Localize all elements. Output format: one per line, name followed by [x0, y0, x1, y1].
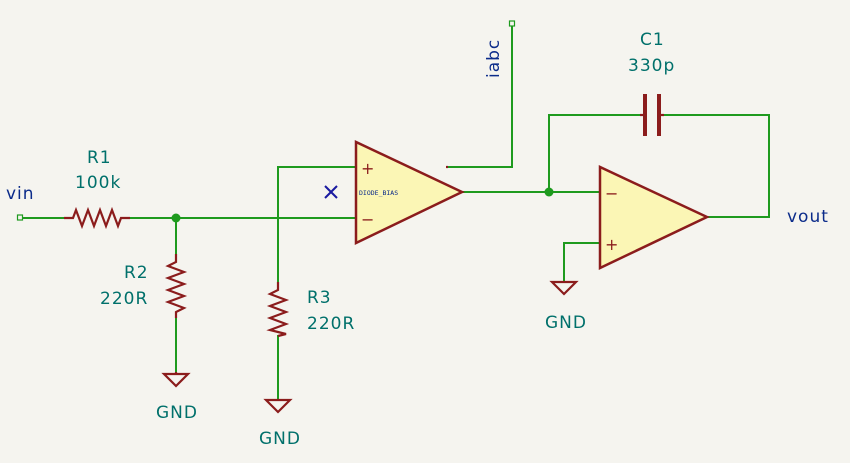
wires	[21, 25, 770, 401]
no-connect-icon	[324, 185, 338, 199]
ground-symbol-r2: GND	[156, 372, 198, 423]
capacitor-c1[interactable]: C1 330p	[628, 30, 675, 136]
ground-symbol-r3: GND	[259, 398, 301, 449]
wire-c1-right	[663, 114, 770, 218]
ota-plus-pin: +	[361, 159, 374, 178]
resistor-r2[interactable]: R2 220R	[100, 254, 188, 318]
iabc-port[interactable]	[508, 20, 516, 27]
resistor-r1[interactable]: R1 100k	[64, 148, 130, 230]
gnd-label: GND	[545, 313, 587, 333]
junction-dot	[544, 187, 554, 197]
wire-c1-left	[548, 114, 641, 193]
vout-label: vout	[787, 207, 829, 227]
gnd-label: GND	[259, 429, 301, 449]
wire-opamp-plus-gnd	[563, 242, 601, 283]
c1-value: 330p	[628, 56, 675, 76]
r1-ref: R1	[87, 148, 112, 168]
opamp-plus-pin: +	[605, 235, 618, 254]
diode-bias-label: DIODE_BIAS	[359, 189, 398, 197]
gnd-label: GND	[156, 403, 198, 423]
wire-ota-plus-r3	[277, 166, 357, 283]
opamp[interactable]: − +	[598, 165, 710, 270]
ota-amplifier[interactable]: + − DIODE_BIAS	[324, 140, 465, 245]
vin-label: vin	[6, 184, 35, 204]
ota-minus-pin: −	[361, 210, 374, 229]
wire-iabc	[447, 25, 513, 168]
vin-port[interactable]	[16, 214, 24, 221]
junction-dot	[171, 213, 181, 223]
r3-ref: R3	[307, 288, 332, 308]
r1-value: 100k	[75, 173, 121, 193]
iabc-label: iabc	[484, 39, 504, 78]
r3-value: 220R	[307, 314, 355, 334]
c1-ref: C1	[640, 30, 665, 50]
r2-value: 220R	[100, 289, 148, 309]
r2-ref: R2	[124, 263, 149, 283]
resistor-r3[interactable]: R3 220R	[266, 282, 355, 338]
opamp-minus-pin: −	[605, 184, 618, 203]
ground-symbol-opamp: GND	[545, 280, 587, 333]
